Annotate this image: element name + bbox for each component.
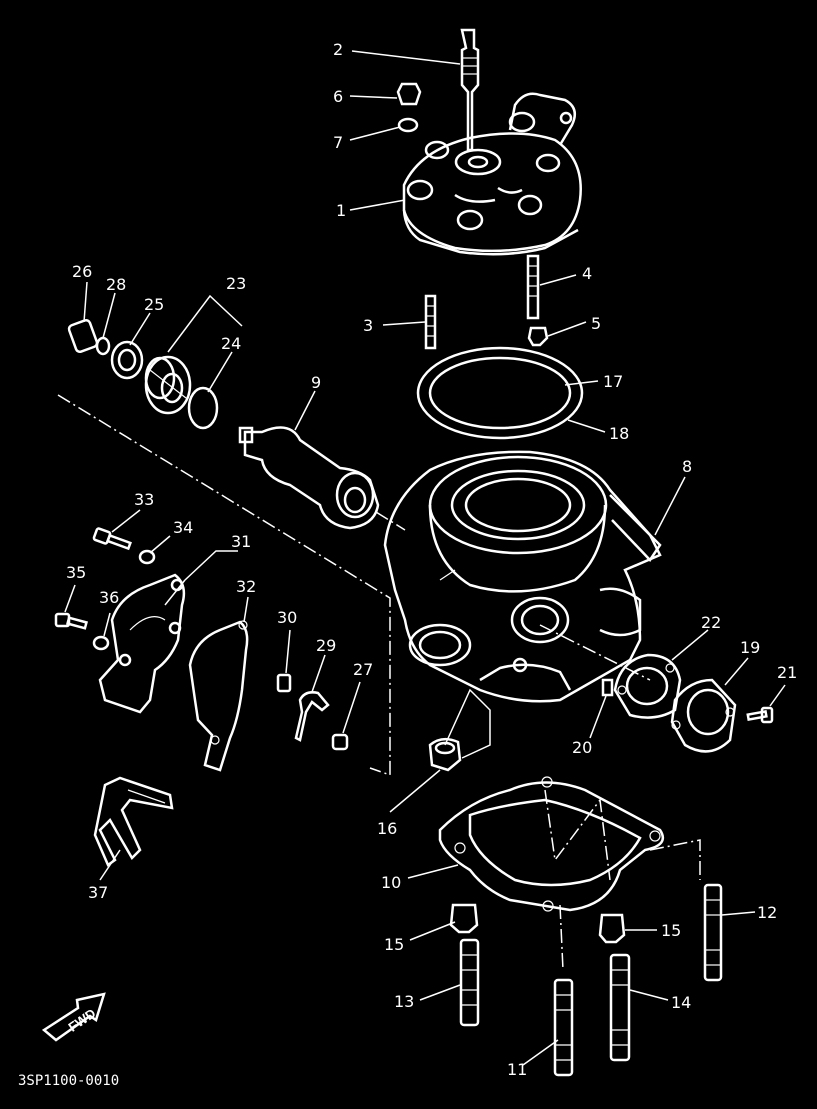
label-part-4: 4 xyxy=(582,264,592,283)
oring-28 xyxy=(95,336,111,356)
label-part-14: 14 xyxy=(671,993,691,1012)
bolt-33 xyxy=(92,527,132,551)
head-nut xyxy=(396,82,422,106)
head-gasket-outer xyxy=(416,346,584,440)
forward-arrow-label: FWD xyxy=(66,1005,99,1034)
guide-line-base xyxy=(544,789,701,971)
label-part-28: 28 xyxy=(106,275,126,294)
label-part-25: 25 xyxy=(144,295,164,314)
nut-16 xyxy=(428,737,462,772)
cap-nut-5 xyxy=(527,326,549,347)
label-part-1: 1 xyxy=(336,201,346,220)
cylinder xyxy=(383,450,662,703)
label-part-26: 26 xyxy=(72,262,92,281)
label-part-29: 29 xyxy=(316,636,336,655)
label-part-33: 33 xyxy=(134,490,154,509)
stud-11 xyxy=(553,978,574,1077)
head-gasket-inner xyxy=(428,356,572,430)
guide-line-exhaust xyxy=(375,511,406,531)
label-part-12: 12 xyxy=(757,903,777,922)
bearing-25 xyxy=(110,340,144,380)
washer-34 xyxy=(138,549,156,565)
label-part-6: 6 xyxy=(333,87,343,106)
label-part-18: 18 xyxy=(609,424,629,443)
stud-12 xyxy=(703,883,723,982)
label-part-31: 31 xyxy=(231,532,251,551)
label-part-3: 3 xyxy=(363,316,373,335)
gasket-22 xyxy=(613,653,682,719)
label-part-22: 22 xyxy=(701,613,721,632)
forward-arrow-icon: FWD xyxy=(41,992,106,1042)
base-gasket-10 xyxy=(438,776,665,912)
label-part-30: 30 xyxy=(277,608,297,627)
housing-19 xyxy=(670,678,737,753)
bolt-35 xyxy=(54,612,89,630)
label-part-15-left: 15 xyxy=(384,935,404,954)
leader-lines xyxy=(64,50,786,1066)
label-part-2: 2 xyxy=(333,40,343,59)
label-part-10: 10 xyxy=(381,873,401,892)
label-part-17: 17 xyxy=(603,372,623,391)
label-part-23: 23 xyxy=(226,274,246,293)
nut-15-left xyxy=(449,903,479,934)
cylinder-head xyxy=(402,92,582,256)
guide-line-left xyxy=(57,394,391,777)
label-part-16: 16 xyxy=(377,819,397,838)
clip-29 xyxy=(294,691,330,742)
label-part-8: 8 xyxy=(682,457,692,476)
label-part-15-right: 15 xyxy=(661,921,681,940)
label-part-21: 21 xyxy=(777,663,797,682)
bracket-37 xyxy=(93,776,174,867)
label-part-24: 24 xyxy=(221,334,241,353)
stud-13 xyxy=(459,938,480,1027)
guide-line-port xyxy=(539,624,651,681)
exhaust-valve-9 xyxy=(238,426,380,530)
bolt-30 xyxy=(276,673,292,693)
cap-26 xyxy=(67,318,99,354)
washer-36 xyxy=(92,635,110,651)
nut-27 xyxy=(331,733,349,751)
label-part-19: 19 xyxy=(740,638,760,657)
nut-15-right xyxy=(598,913,626,944)
cover-31 xyxy=(98,573,186,714)
stud-bolt-4 xyxy=(526,254,540,320)
label-part-37: 37 xyxy=(88,883,108,902)
valve-assembly-23 xyxy=(144,355,192,415)
label-part-36: 36 xyxy=(99,588,119,607)
label-part-27: 27 xyxy=(353,660,373,679)
stud-bolt-3 xyxy=(424,294,437,350)
head-washer xyxy=(397,117,419,133)
label-part-7: 7 xyxy=(333,133,343,152)
label-part-35: 35 xyxy=(66,563,86,582)
label-part-32: 32 xyxy=(236,577,256,596)
pin-20 xyxy=(601,678,614,697)
label-part-34: 34 xyxy=(173,518,193,537)
label-part-5: 5 xyxy=(591,314,601,333)
label-part-11: 11 xyxy=(507,1060,527,1079)
label-part-13: 13 xyxy=(394,992,414,1011)
part-number-labels: 2 6 7 1 26 28 23 25 4 3 5 24 9 17 18 8 3… xyxy=(66,40,797,1079)
bolt-21 xyxy=(746,706,774,724)
gasket-32 xyxy=(188,620,249,772)
diagram-code: 3SP1100-0010 xyxy=(18,1073,119,1089)
spark-plug xyxy=(460,28,480,152)
label-part-20: 20 xyxy=(572,738,592,757)
stud-14 xyxy=(609,953,631,1062)
oring-24 xyxy=(187,386,219,430)
label-part-9: 9 xyxy=(311,373,321,392)
